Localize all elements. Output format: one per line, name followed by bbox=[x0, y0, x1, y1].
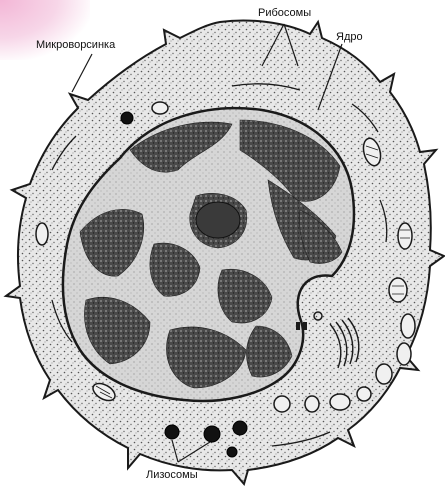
lysosomes-label: Лизосомы bbox=[146, 470, 198, 481]
nucleolus bbox=[196, 202, 240, 238]
ribosomes-label: Рибосомы bbox=[258, 8, 311, 19]
nucleus-label: Ядро bbox=[336, 32, 363, 43]
microvillus-label: Микроворсинка bbox=[36, 40, 115, 51]
